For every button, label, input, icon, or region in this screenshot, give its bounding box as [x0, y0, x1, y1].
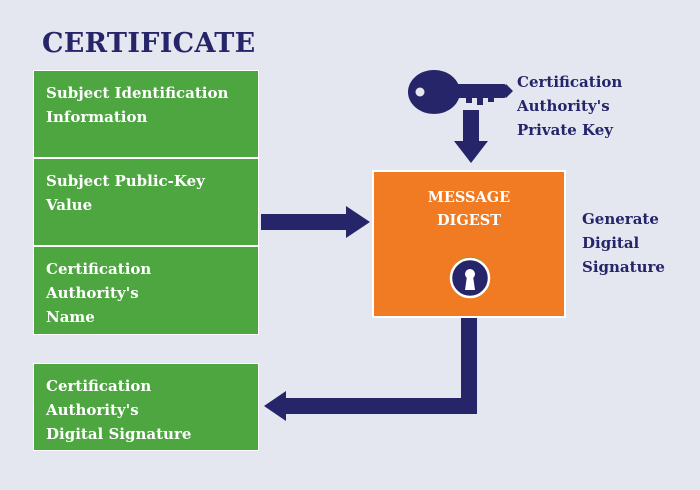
ca-digital-signature-line1: Certification Authority's [46, 377, 152, 419]
certificate-to-digest-arrow [261, 206, 370, 238]
message-digest-line1: MESSAGE [427, 189, 511, 206]
generate-signature-line2: Digital [582, 234, 640, 252]
subject-public-key-line2: Value [46, 196, 93, 214]
padlock-icon [449, 257, 491, 299]
private-key-label-line1: Certification [517, 73, 623, 91]
private-key-label-line3: Private Key [517, 121, 613, 139]
key-to-digest-arrow [454, 110, 488, 163]
private-key-label: Certification Authority's Private Key [517, 70, 622, 142]
private-key-label-line2: Authority's [517, 97, 610, 115]
subject-identification-box: Subject Identification Information [33, 70, 259, 158]
subject-public-key-line1: Subject Public-Key [46, 172, 205, 190]
key-icon [408, 70, 513, 114]
generate-signature-line3: Signature [582, 258, 665, 276]
digest-to-signature-arrow [264, 318, 477, 421]
ca-digital-signature-line2: Digital Signature [46, 425, 192, 443]
subject-identification-line2: Information [46, 108, 148, 126]
ca-name-line2: Name [46, 308, 95, 326]
message-digest-title: MESSAGE DIGEST [374, 186, 564, 232]
generate-signature-label: Generate Digital Signature [582, 207, 665, 279]
message-digest-box: MESSAGE DIGEST [372, 170, 566, 318]
ca-name-box: Certification Authority's Name [33, 246, 259, 335]
message-digest-line2: DIGEST [436, 212, 502, 229]
ca-name-line1: Certification Authority's [46, 260, 152, 302]
subject-public-key-box: Subject Public-Key Value [33, 158, 259, 246]
ca-digital-signature-box: Certification Authority's Digital Signat… [33, 363, 259, 451]
certificate-title: CERTIFICATE [42, 28, 256, 59]
generate-signature-line1: Generate [582, 210, 659, 228]
subject-identification-line1: Subject Identification [46, 84, 229, 102]
